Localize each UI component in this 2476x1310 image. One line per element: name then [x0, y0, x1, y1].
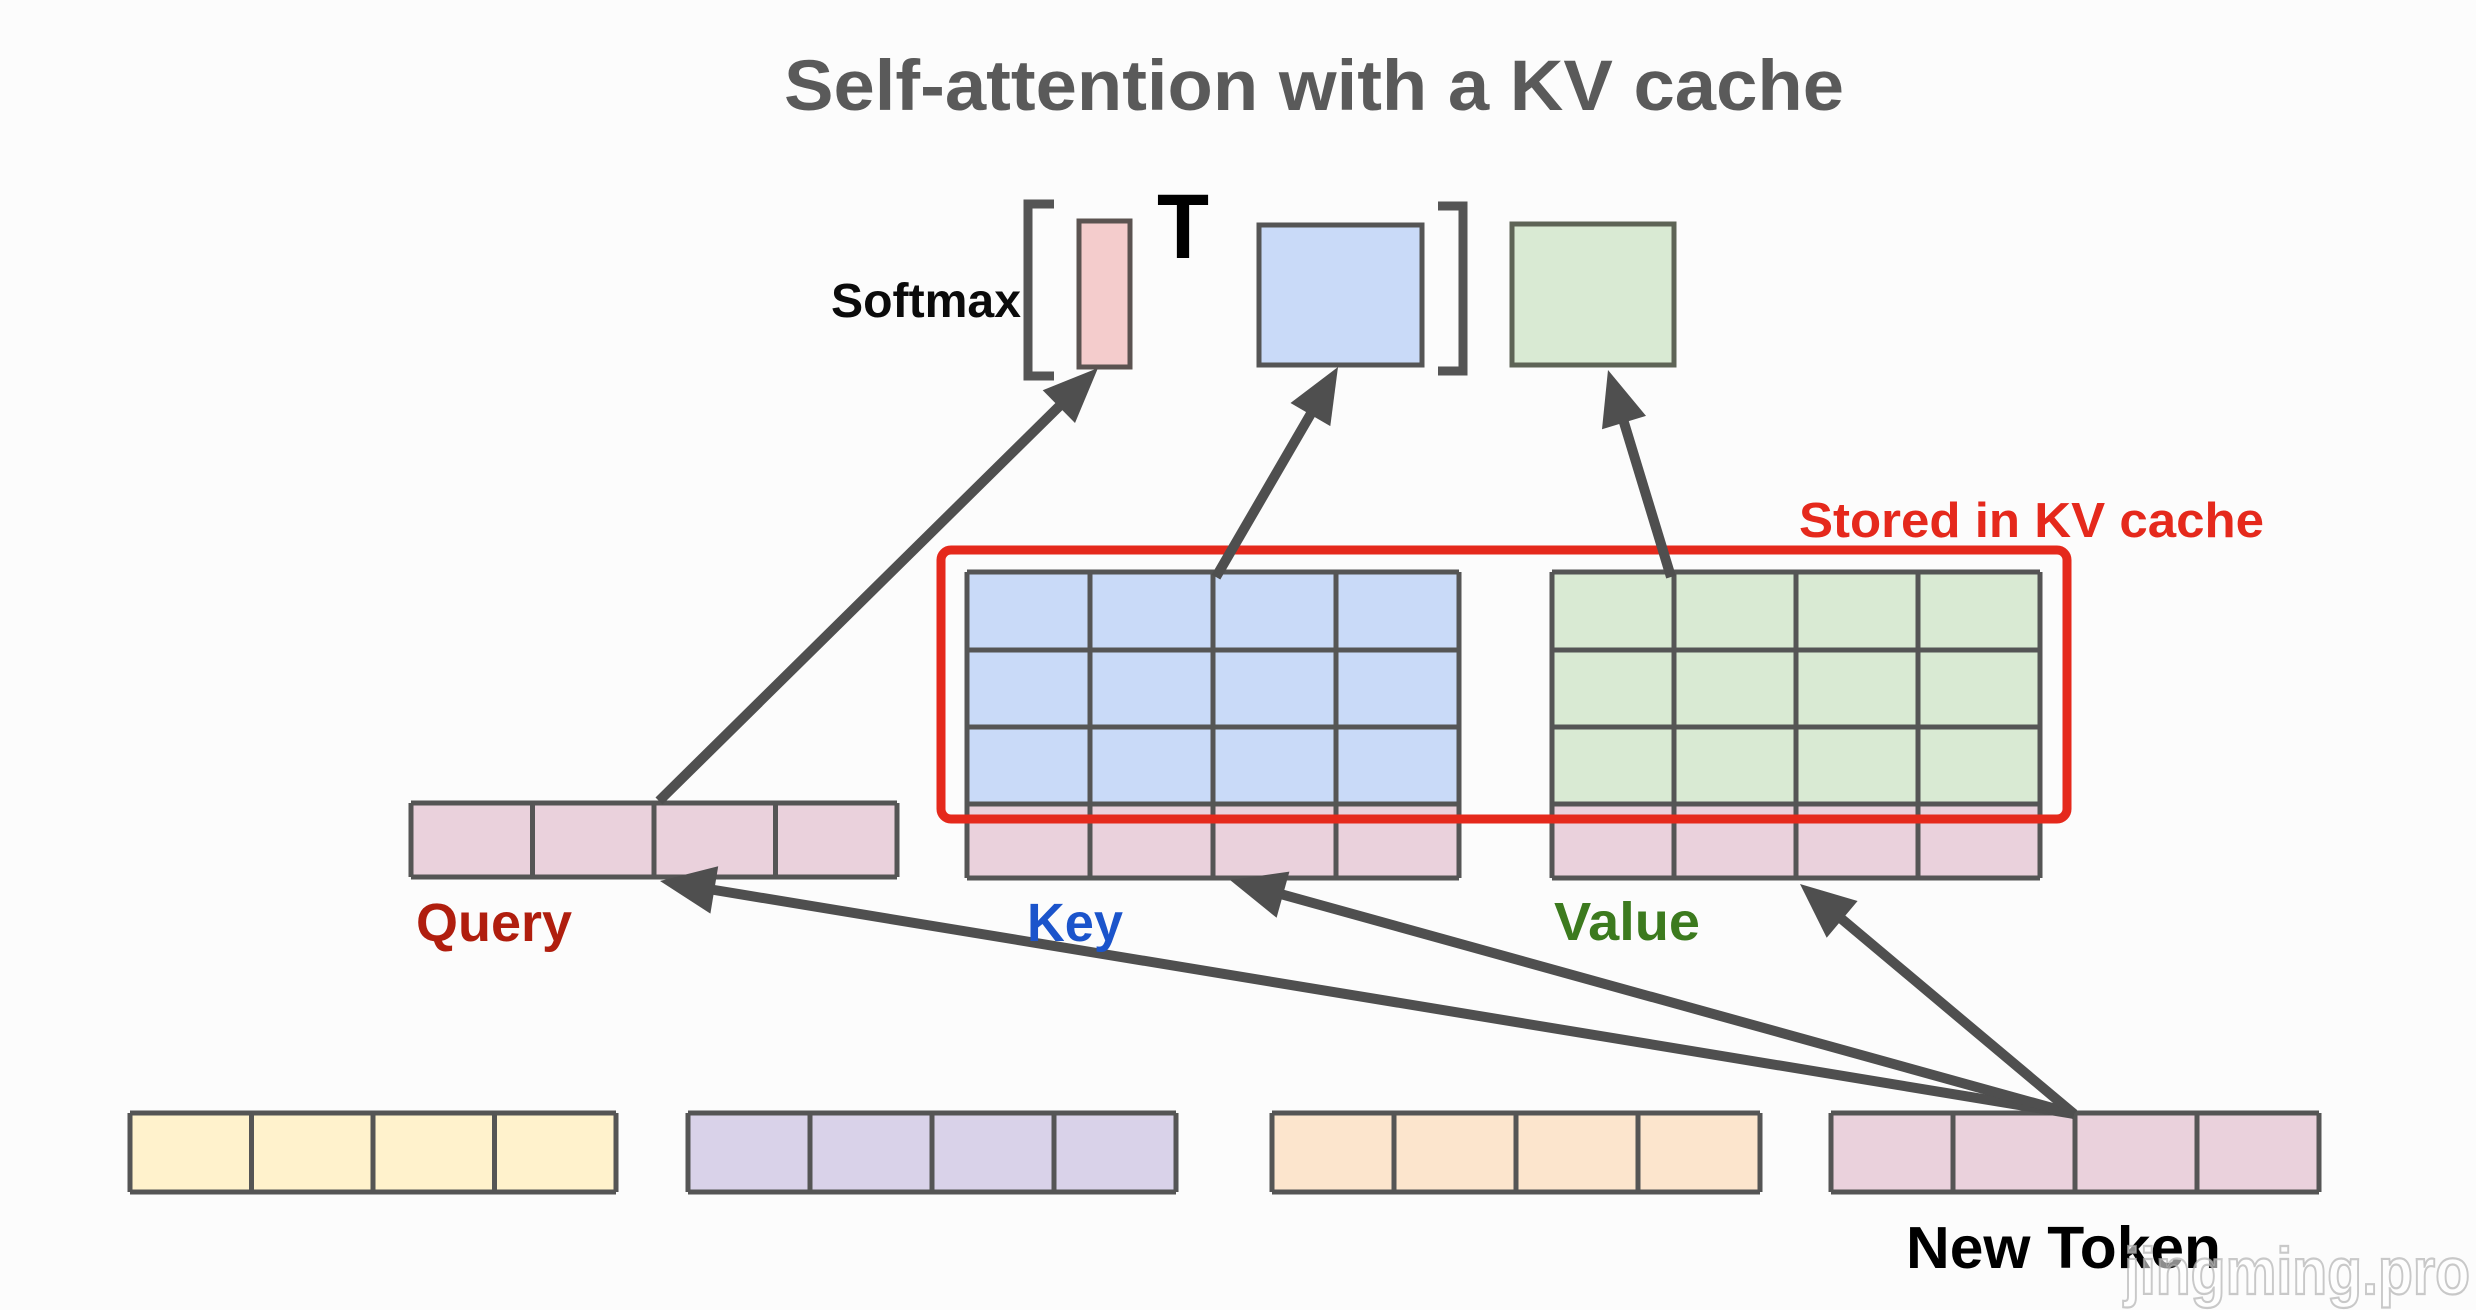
- svg-text:Softmax: Softmax: [831, 275, 1021, 328]
- svg-text:Value: Value: [1554, 892, 1700, 952]
- svg-text:T: T: [1157, 176, 1209, 278]
- svg-text:Query: Query: [416, 893, 572, 953]
- svg-text:Stored in KV cache: Stored in KV cache: [1799, 494, 2264, 548]
- svg-text:New Token: New Token: [1906, 1215, 2221, 1281]
- svg-text:jingming.pro: jingming.pro: [2122, 1234, 2470, 1308]
- svg-text:Self-attention with a KV cache: Self-attention with a KV cache: [784, 47, 1844, 126]
- svg-text:Key: Key: [1027, 893, 1123, 953]
